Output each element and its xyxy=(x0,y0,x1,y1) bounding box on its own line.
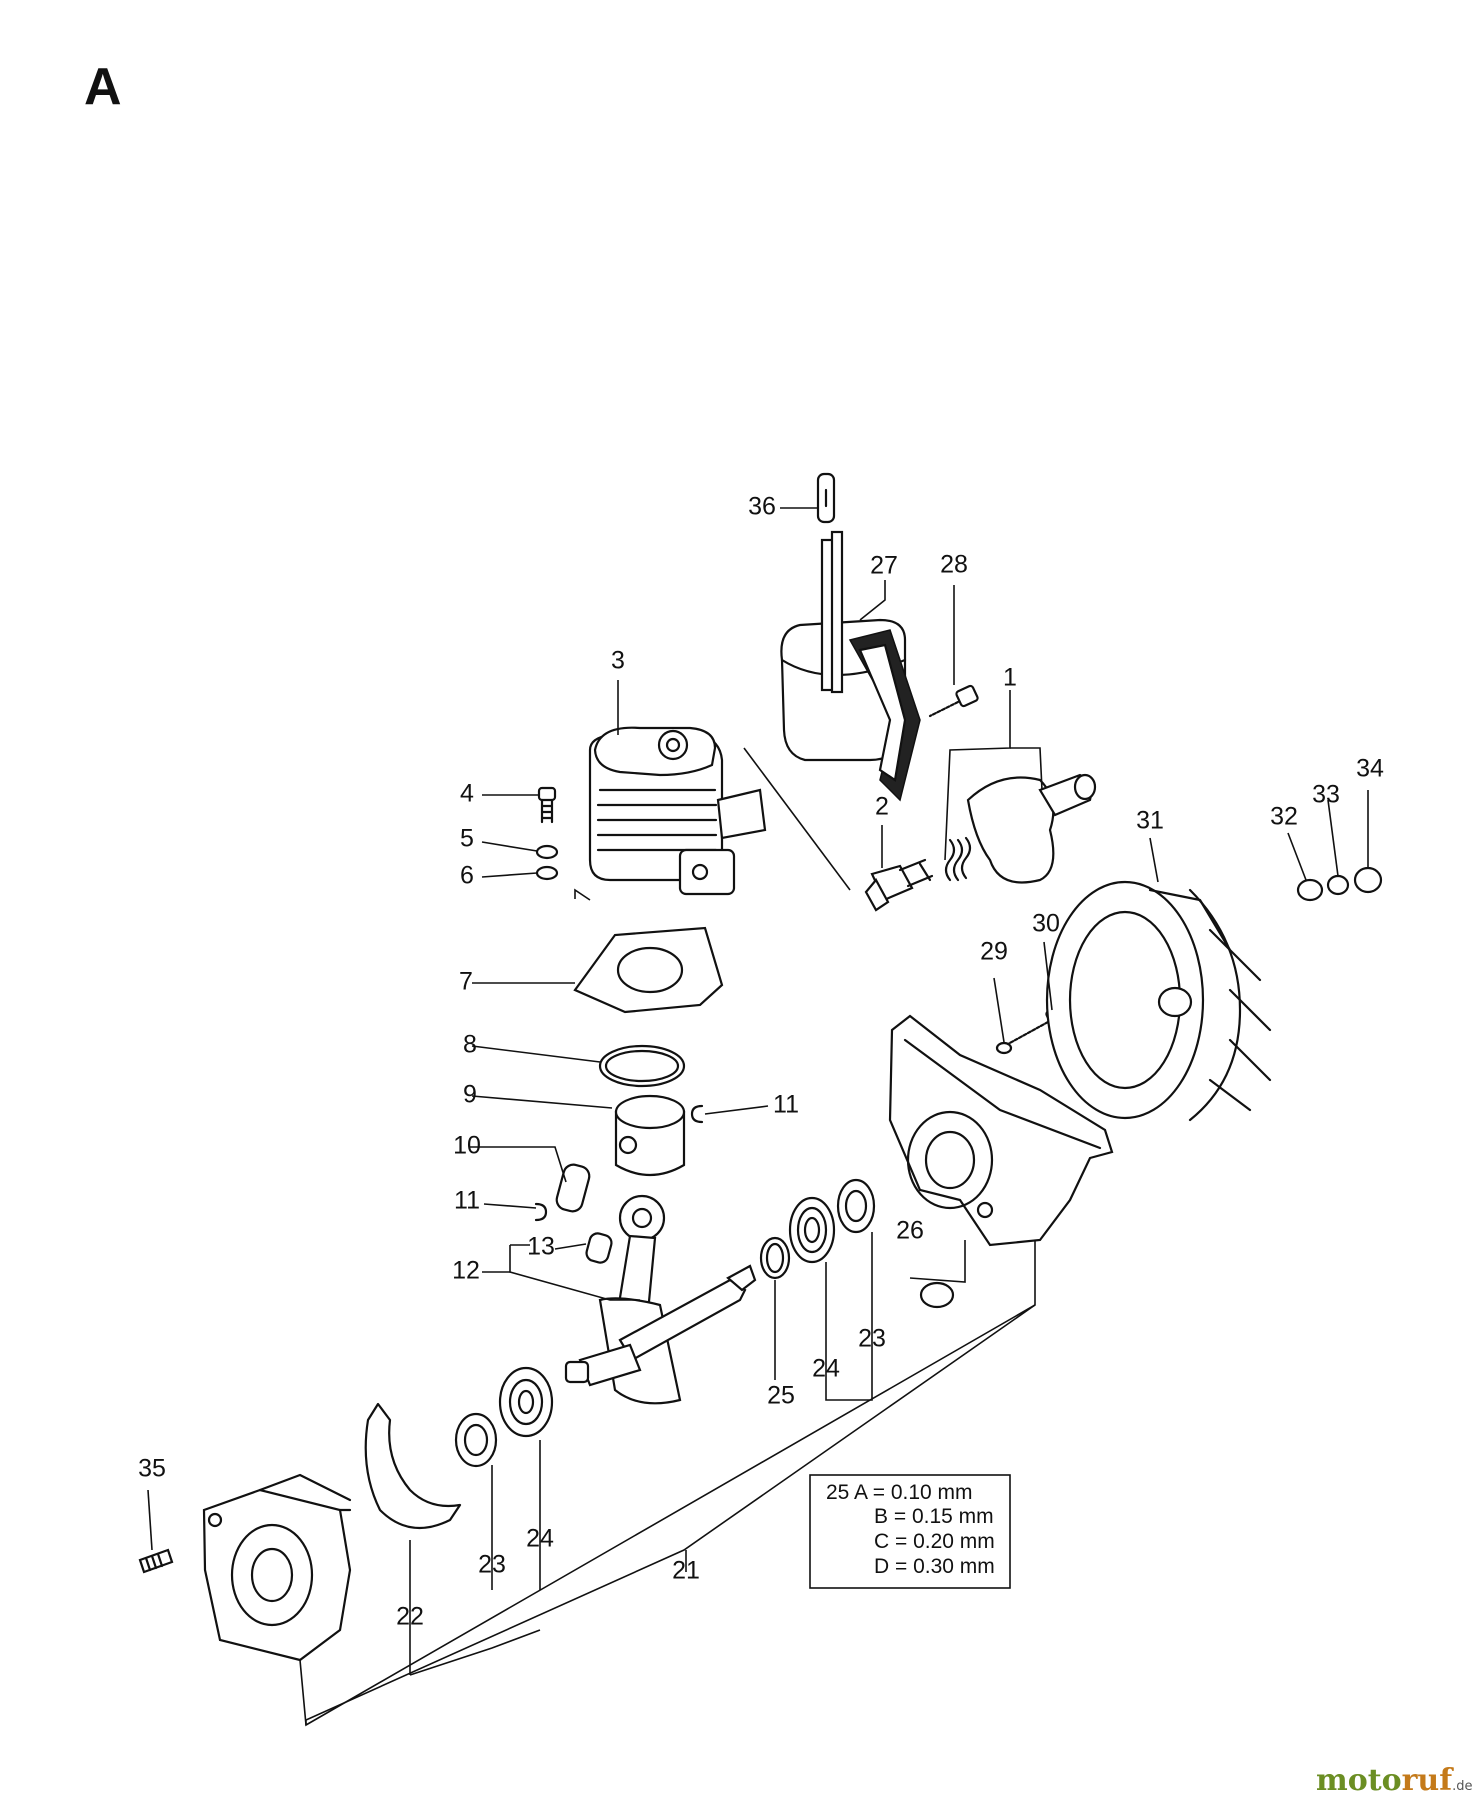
callout-13: 13 xyxy=(527,1233,555,1261)
callout-7: 7 xyxy=(459,968,473,996)
part-piston-ring-8 xyxy=(598,1044,686,1088)
watermark: motoruf.de xyxy=(1316,1763,1472,1798)
callout-8: 8 xyxy=(463,1031,477,1059)
part-plug-26 xyxy=(919,1281,955,1309)
part-seal-23-upper xyxy=(836,1178,876,1234)
callout-30: 30 xyxy=(1032,910,1060,938)
spec-table: 25 A = 0.10 mm B = 0.15 mm C = 0.20 mm D… xyxy=(826,1481,995,1578)
callout-22: 22 xyxy=(396,1603,424,1631)
part-cylinder-3 xyxy=(588,726,767,896)
callout-4: 4 xyxy=(460,780,474,808)
part-ball-bearing-24-upper xyxy=(788,1196,836,1264)
part-spring-washer-33 xyxy=(1326,874,1350,896)
part-circlip-11-left xyxy=(534,1202,548,1222)
callout-24-lower: 24 xyxy=(526,1525,554,1553)
spec-row-d: D = 0.30 mm xyxy=(874,1555,995,1578)
part-washer-5 xyxy=(535,844,559,860)
part-circlip-11-right xyxy=(690,1104,704,1124)
part-crankshaft-12 xyxy=(564,1194,757,1405)
part-piston-ring-8-inner xyxy=(604,1049,680,1083)
callout-3: 3 xyxy=(611,647,625,675)
callout-25: 25 xyxy=(767,1382,795,1410)
part-stud-35 xyxy=(138,1548,174,1574)
section-letter: A xyxy=(84,58,122,116)
callout-23-upper: 23 xyxy=(858,1325,886,1353)
callout-12: 12 xyxy=(452,1257,480,1285)
callout-31: 31 xyxy=(1136,807,1164,835)
part-piston-9 xyxy=(614,1094,686,1176)
callout-2: 2 xyxy=(875,793,889,821)
callout-29: 29 xyxy=(980,938,1008,966)
spec-row-b: B = 0.15 mm xyxy=(874,1505,994,1528)
callout-26: 26 xyxy=(896,1217,924,1245)
callout-10: 10 xyxy=(453,1132,481,1160)
callout-21: 21 xyxy=(672,1557,700,1585)
watermark-text: motoruf.de xyxy=(1316,1763,1472,1798)
part-shim-25-inner xyxy=(765,1242,785,1274)
part-gasket-7 xyxy=(573,926,724,1014)
callout-1: 1 xyxy=(1003,664,1017,692)
part-flywheel-31 xyxy=(1045,880,1272,1122)
part-spring-filter-1 xyxy=(944,773,1097,884)
callout-6: 6 xyxy=(460,862,474,890)
part-muffler-27 xyxy=(780,530,921,802)
part-spark-plug-2 xyxy=(864,858,934,912)
part-washer-32 xyxy=(1296,878,1324,902)
callout-11-right: 11 xyxy=(773,1091,799,1119)
part-screw-4 xyxy=(537,786,557,824)
part-crankcase-front xyxy=(202,1473,352,1662)
callout-9: 9 xyxy=(463,1081,477,1109)
part-ball-bearing-24-lower xyxy=(498,1366,554,1438)
part-nut-34 xyxy=(1353,866,1383,894)
spec-box xyxy=(809,1474,1011,1589)
part-pin-36 xyxy=(816,472,836,524)
callout-11-left: 11 xyxy=(454,1187,480,1215)
callout-36: 36 xyxy=(748,493,776,521)
callout-23-lower: 23 xyxy=(478,1551,506,1579)
callout-32: 32 xyxy=(1270,803,1298,831)
callout-24-upper: 24 xyxy=(812,1355,840,1383)
part-washer-29 xyxy=(995,1041,1013,1055)
callout-28: 28 xyxy=(940,551,968,579)
callout-27: 27 xyxy=(870,552,898,580)
part-crankcase-half xyxy=(888,1014,1114,1247)
callout-34: 34 xyxy=(1356,755,1384,783)
part-screw-28 xyxy=(928,684,979,718)
part-needle-bearing-13 xyxy=(585,1232,613,1264)
leader-lines xyxy=(147,507,1369,1727)
callout-33: 33 xyxy=(1312,781,1340,809)
callout-35: 35 xyxy=(138,1455,166,1483)
callout-5: 5 xyxy=(460,825,474,853)
part-piston-pin-10 xyxy=(555,1163,591,1213)
callout-labels: 36 27 28 3 1 4 5 6 2 31 32 33 34 30 29 7… xyxy=(138,493,1384,1631)
part-seal-23-lower xyxy=(454,1412,498,1468)
part-washer-6 xyxy=(535,865,559,881)
spec-row-c: C = 0.20 mm xyxy=(874,1530,995,1553)
spec-row-a: 25 A = 0.10 mm xyxy=(826,1481,973,1504)
part-shim-25 xyxy=(759,1236,791,1280)
part-gasket-22 xyxy=(364,1402,462,1530)
